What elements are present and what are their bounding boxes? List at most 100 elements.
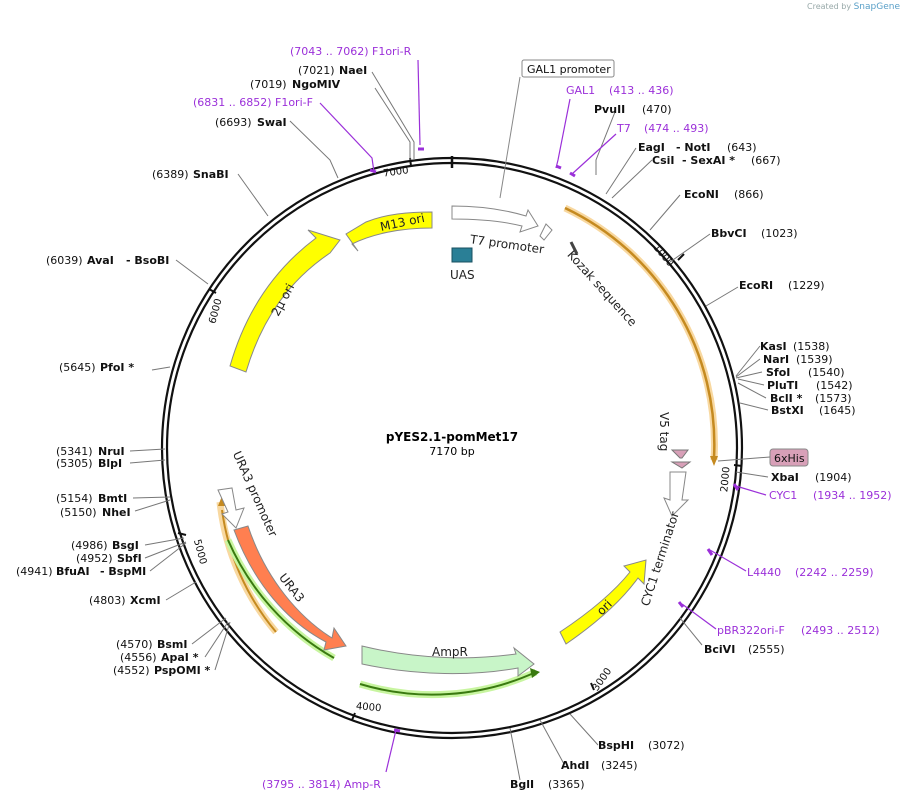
gal1-promoter-leader [499,76,521,199]
site-bmti[interactable]: BmtI [98,492,127,505]
snapgene-credit: Created by SnapGene [807,2,900,12]
primer-cyc1[interactable]: CYC1 [769,489,797,502]
site-nhei[interactable]: NheI [102,506,131,519]
kozak-marker [569,241,579,255]
site-sbfi[interactable]: SbfI [117,552,142,565]
site-pos-ngomiv: (7019) [250,78,287,91]
site-xcmi[interactable]: XcmI [130,594,161,607]
ura3-orf-arc [221,509,277,633]
site-pvuii[interactable]: PvuII [594,103,625,116]
primer-leaders [319,59,767,773]
site-pos-nrui: (5341) [56,445,93,458]
site-avai-extra: - BsoBI [126,254,169,267]
site-csii[interactable]: CsiI [652,154,674,167]
site-pluti[interactable]: PluTI [767,379,798,392]
site-bfuai-extra: - BspMI [100,565,146,578]
cds-arc [564,206,716,459]
site-pos-bstxi: (1645) [819,404,856,417]
tick-2000: 2000 [719,466,732,492]
site-pos-sfoi: (1540) [808,366,845,379]
primer-f1ori-f[interactable]: F1ori-F [275,96,313,109]
site-pspomi[interactable]: PspOMI * [154,664,211,677]
site-ngomiv[interactable]: NgoMIV [292,78,341,91]
site-avai[interactable]: AvaI [87,254,114,267]
ampr-arrow [361,645,535,677]
site-pos-nhei: (5150) [60,506,97,519]
right-sites: PvuII (470) EagI - NotI (643) CsiI - Sex… [561,103,856,772]
site-pos-bmti: (5154) [56,492,93,505]
site-bgli[interactable]: BglI [510,778,534,791]
site-pos-naei: (7021) [298,64,335,77]
site-pos-pspomi: (4552) [113,664,150,677]
site-swai[interactable]: SwaI [257,116,287,129]
site-eagi-extra: - NotI [676,141,711,154]
site-pos-avai: (6039) [46,254,83,267]
green-orf-arrowhead [530,668,540,678]
left-sites: (7021) NaeI (7019) NgoMIV (6693) SwaI (6… [16,64,585,791]
site-blpi[interactable]: BlpI [98,457,122,470]
cyc1-terminator-arrow [663,471,690,517]
site-pos-bgli: (3365) [548,778,585,791]
site-nari[interactable]: NarI [763,353,789,366]
v5-tag-label: V5 tag [657,412,671,451]
site-pos-swai: (6693) [215,116,252,129]
site-eagi[interactable]: EagI [638,141,665,154]
site-kasi[interactable]: KasI [760,340,787,353]
site-nrui[interactable]: NruI [98,445,125,458]
site-csii-extra: - SexAI * [682,154,735,167]
site-bsphi[interactable]: BspHI [598,739,634,752]
site-apai[interactable]: ApaI * [161,651,199,664]
green-orf-arc-2 [359,671,537,696]
site-ecori[interactable]: EcoRI [739,279,773,292]
site-pos-blpi: (5305) [56,457,93,470]
primer-l4440-range: (2242 .. 2259) [795,566,874,579]
plasmid-length: 7170 bp [429,445,474,458]
tick-7000: 7000 [383,165,410,179]
his-tag-marker [670,461,692,469]
site-sfoi[interactable]: SfoI [766,366,790,379]
site-pos-bbvci: (1023) [761,227,798,240]
site-econi[interactable]: EcoNI [684,188,719,201]
primer-pbr322ori-f[interactable]: pBR322ori-F [717,624,785,637]
site-pos-snabi: (6389) [152,168,189,181]
primer-labels: (7043 .. 7062) F1ori-R (6831 .. 6852) F1… [193,45,892,791]
site-pos-pfoi: (5645) [59,361,96,374]
primer-l4440[interactable]: L4440 [747,566,781,579]
primer-t7[interactable]: T7 [616,122,631,135]
primer-cyc1-range: (1934 .. 1952) [813,489,892,502]
site-pos-pvuii: (470) [642,103,672,116]
site-bsgi[interactable]: BsgI [112,539,139,552]
site-bfuai[interactable]: BfuAI [56,565,90,578]
ura3-promoter-arrow [217,487,245,529]
tick-5000: 5000 [191,538,208,565]
site-pos-bsphi: (3072) [648,739,685,752]
site-pos-apai: (4556) [120,651,157,664]
site-snabi[interactable]: SnaBI [193,168,229,181]
primer-amp-r[interactable]: Amp-R [344,778,381,791]
primer-f1ori-f-range: (6831 .. 6852) [193,96,272,109]
site-pos-bsgi: (4986) [71,539,108,552]
site-pos-sbfi: (4952) [76,552,113,565]
site-pfoi[interactable]: PfoI * [100,361,134,374]
site-naei[interactable]: NaeI [339,64,367,77]
uas-box [451,247,473,263]
gal1-promoter-box [521,59,615,78]
primer-gal1[interactable]: GAL1 [566,84,595,97]
site-leaders [129,71,769,781]
site-bcli[interactable]: BclI * [770,392,803,405]
primer-f1ori-r[interactable]: F1ori-R [372,45,412,58]
primer-gal1-range: (413 .. 436) [609,84,674,97]
site-bstxi[interactable]: BstXI [771,404,804,417]
site-bbvci[interactable]: BbvCI [711,227,747,240]
cds-halo [563,204,718,461]
site-bcivi[interactable]: BciVI [704,643,735,656]
site-pos-eagi: (643) [727,141,757,154]
site-xbai[interactable]: XbaI [771,471,799,484]
site-ahdi[interactable]: AhdI [561,759,589,772]
primer-f1ori-r-range: (7043 .. 7062) [290,45,369,58]
gal1-promoter-label: GAL1 promoter [527,63,611,76]
site-pos-xcmi: (4803) [89,594,126,607]
site-bsmi[interactable]: BsmI [157,638,188,651]
m13-ori-label: M13 ori [379,211,426,234]
